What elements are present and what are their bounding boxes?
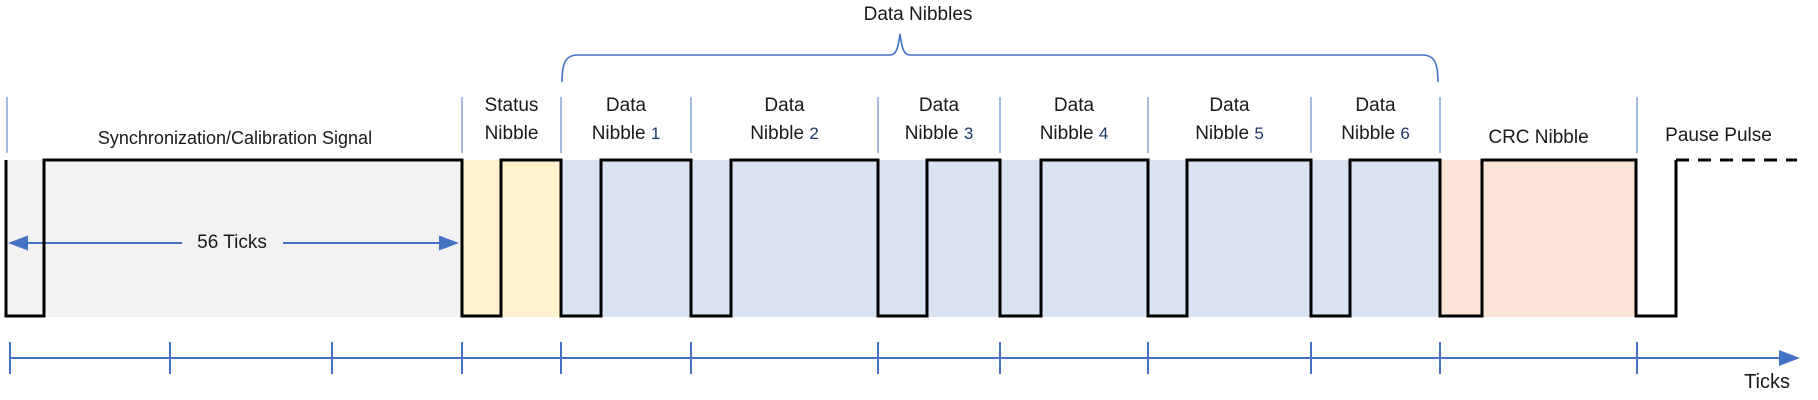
arrowhead-left [8,235,28,251]
nibble-3-line1: Data [918,95,960,116]
status-region-fill [462,160,561,317]
status-label-line1: Status [484,95,539,116]
nibble-4-line2: Nibble 4 [1039,123,1109,144]
data-nibble-5-label: Data Nibble 5 [1148,92,1311,148]
crc-label: CRC Nibble [1488,127,1589,148]
axis-label: Ticks [1744,371,1790,393]
sync-width-annotation: 56 Ticks [197,232,267,253]
nibble-2-line1: Data [764,95,805,116]
data-nibble-1-label: Data Nibble 1 [561,92,691,148]
nibble-3-line2: Nibble 3 [904,123,974,144]
signal-waveform [4,158,1678,318]
data-nibble-3-label: Data Nibble 3 [878,92,1000,148]
ticks-axis [9,342,1782,374]
nibble-1-line2: Nibble 1 [591,123,661,144]
sync-label: Synchronization/Calibration Signal [97,128,373,148]
status-label-line2: Nibble [484,123,539,144]
data-nibbles-brace [561,33,1439,83]
axis-arrowhead [1779,350,1800,366]
nibble-2-line2: Nibble 2 [750,123,819,144]
nibble-4-line1: Data [1053,95,1095,116]
crc-region-fill [1440,160,1636,317]
status-label: Status Nibble [462,92,561,148]
sync-region-fill [6,160,462,317]
data-nibbles-title: Data Nibbles [863,4,973,25]
nibble-5-line2: Nibble 5 [1195,123,1264,144]
nibble-6-line1: Data [1355,95,1396,116]
nibble-6-line2: Nibble 6 [1341,123,1410,144]
data-nibble-2-label: Data Nibble 2 [691,92,878,148]
label-separators [6,97,1638,153]
pause-label: Pause Pulse [1665,125,1772,146]
nibble-5-line1: Data [1209,95,1250,116]
data-nibble-4-label: Data Nibble 4 [1000,92,1148,148]
arrowhead-right [439,235,459,251]
nibble-1-line1: Data [605,95,647,116]
data-nibble-6-label: Data Nibble 6 [1311,92,1440,148]
